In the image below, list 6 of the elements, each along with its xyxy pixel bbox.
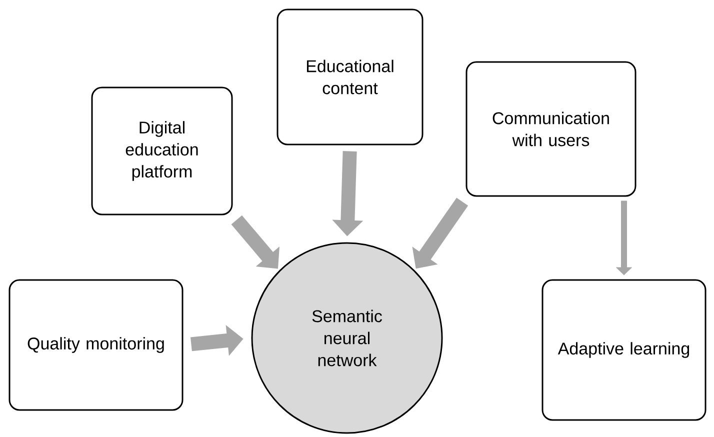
process-box: Educational content <box>276 8 424 146</box>
process-box: Communication with users <box>466 61 636 197</box>
arrow <box>231 215 280 269</box>
process-box: Quality monitoring <box>8 279 184 411</box>
process-box: Adaptive learning <box>542 279 706 421</box>
process-box: Digital education platform <box>91 86 233 216</box>
